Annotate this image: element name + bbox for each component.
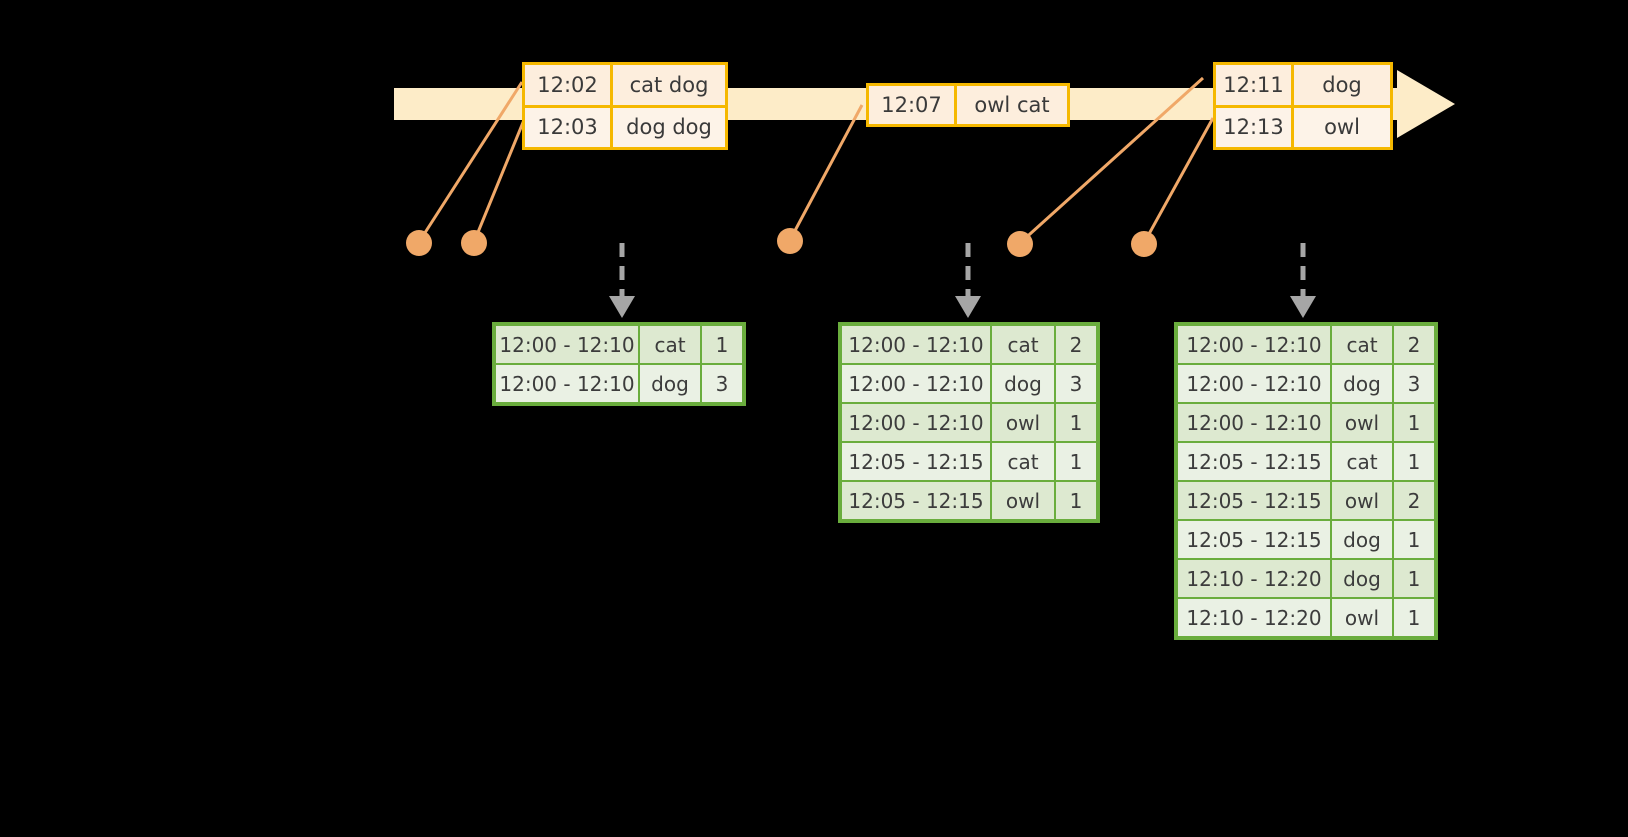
- event-group-2: 12:07 owl cat: [866, 83, 1070, 127]
- cell-window: 12:00 - 12:10: [1178, 365, 1330, 402]
- event-row: 12:07 owl cat: [869, 86, 1067, 124]
- cell-window: 12:05 - 12:15: [842, 443, 990, 480]
- cell-window: 12:10 - 12:20: [1178, 599, 1330, 636]
- cell-window: 12:00 - 12:10: [842, 404, 990, 441]
- cell-key: dog: [1332, 365, 1392, 402]
- cell-key: cat: [1332, 443, 1392, 480]
- cell-count: 3: [702, 365, 742, 402]
- connector-dot-1: [406, 230, 432, 256]
- cell-count: 1: [1394, 560, 1434, 597]
- flow-arrow-2: [955, 243, 981, 318]
- connector-line-1: [406, 81, 524, 256]
- connector-line-2: [461, 119, 526, 256]
- event-group-1: 12:02 cat dog 12:03 dog dog: [522, 62, 728, 150]
- cell-window: 12:00 - 12:10: [1178, 326, 1330, 363]
- event-words: owl: [1324, 115, 1360, 140]
- connector-dot-5: [1131, 231, 1157, 257]
- cell-count: 1: [1394, 443, 1434, 480]
- cell-key: dog: [992, 365, 1054, 402]
- cell-key: cat: [640, 326, 700, 363]
- event-time: 12:13: [1216, 107, 1294, 147]
- cell-key: owl: [1332, 599, 1392, 636]
- event-row: 12:03 dog dog: [525, 104, 725, 147]
- cell-window: 12:00 - 12:10: [842, 365, 990, 402]
- cell-key: cat: [1332, 326, 1392, 363]
- cell-count: 3: [1394, 365, 1434, 402]
- event-time: 12:03: [525, 107, 613, 147]
- cell-count: 1: [1056, 482, 1096, 519]
- cell-window: 12:05 - 12:15: [1178, 482, 1330, 519]
- cell-key: owl: [1332, 482, 1392, 519]
- event-words: cat dog: [629, 72, 709, 97]
- event-words: owl cat: [974, 93, 1050, 117]
- cell-count: 2: [1394, 326, 1434, 363]
- flow-arrow-1: [609, 243, 635, 318]
- cell-count: 1: [1056, 404, 1096, 441]
- event-time: 12:07: [869, 86, 957, 124]
- cell-key: dog: [1332, 521, 1392, 558]
- connector-dot-3: [777, 228, 803, 254]
- event-row: 12:02 cat dog: [525, 65, 725, 105]
- event-group-3: 12:11 dog 12:13 owl: [1213, 62, 1393, 150]
- cell-key: owl: [992, 404, 1054, 441]
- cell-window: 12:00 - 12:10: [496, 365, 638, 402]
- event-words: dog: [1322, 72, 1362, 97]
- connector-line-5: [1131, 117, 1215, 257]
- event-words: dog dog: [626, 115, 712, 140]
- cell-window: 12:00 - 12:10: [842, 326, 990, 363]
- cell-key: cat: [992, 443, 1054, 480]
- event-time: 12:11: [1216, 65, 1294, 105]
- connector-dot-2: [461, 230, 487, 256]
- cell-count: 1: [1394, 599, 1434, 636]
- cell-key: owl: [992, 482, 1054, 519]
- cell-count: 3: [1056, 365, 1096, 402]
- cell-key: dog: [1332, 560, 1392, 597]
- cell-count: 2: [1056, 326, 1096, 363]
- connector-dot-4: [1007, 231, 1033, 257]
- cell-window: 12:05 - 12:15: [1178, 443, 1330, 480]
- cell-window: 12:10 - 12:20: [1178, 560, 1330, 597]
- cell-key: owl: [1332, 404, 1392, 441]
- flow-arrow-3: [1290, 243, 1316, 318]
- cell-key: dog: [640, 365, 700, 402]
- cell-window: 12:00 - 12:10: [1178, 404, 1330, 441]
- cell-key: cat: [992, 326, 1054, 363]
- cell-window: 12:00 - 12:10: [496, 326, 638, 363]
- cell-count: 2: [1394, 482, 1434, 519]
- cell-count: 1: [1394, 404, 1434, 441]
- cell-count: 1: [1394, 521, 1434, 558]
- cell-count: 1: [702, 326, 742, 363]
- event-time: 12:02: [525, 65, 613, 105]
- event-row: 12:13 owl: [1216, 104, 1390, 147]
- event-row: 12:11 dog: [1216, 65, 1390, 105]
- connector-line-3: [777, 104, 864, 254]
- cell-window: 12:05 - 12:15: [1178, 521, 1330, 558]
- cell-count: 1: [1056, 443, 1096, 480]
- cell-window: 12:05 - 12:15: [842, 482, 990, 519]
